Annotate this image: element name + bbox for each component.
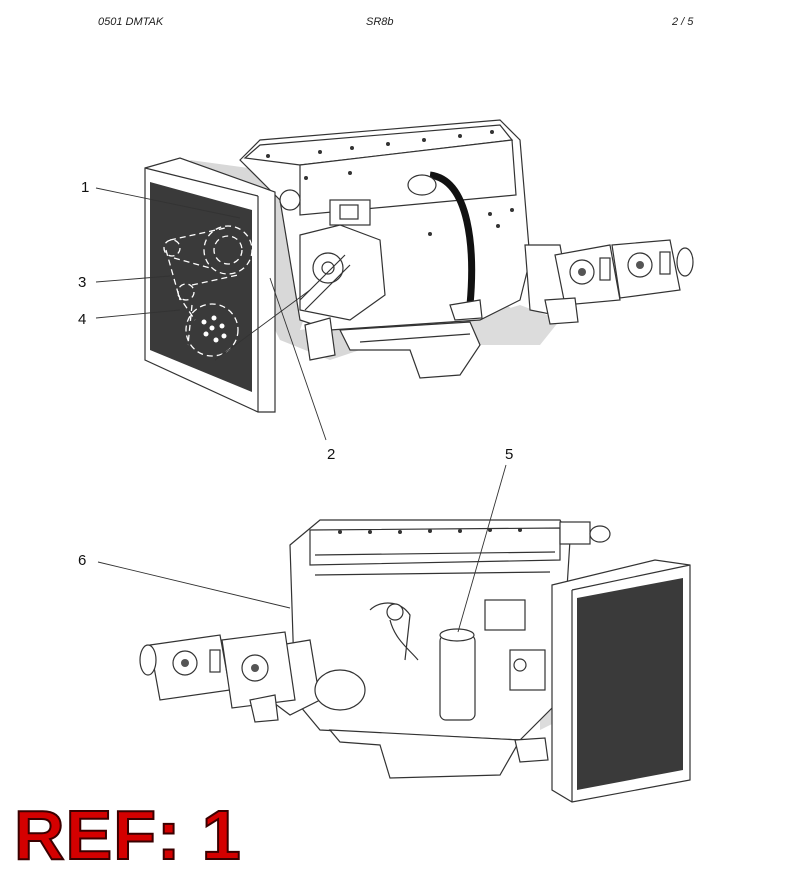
leader-lines-top <box>95 187 327 441</box>
callout-1: 1 <box>81 179 89 196</box>
leader-lines-bottom <box>97 464 507 633</box>
header-document-code: 0501 DMTAK <box>98 16 164 28</box>
header-model: SR8b <box>366 16 394 28</box>
callout-3: 3 <box>78 274 86 291</box>
callout-4: 4 <box>78 311 86 328</box>
top-engine-view <box>144 119 694 413</box>
callout-6: 6 <box>78 552 86 569</box>
header-page-number: 2 / 5 <box>672 16 694 28</box>
callout-5: 5 <box>505 446 513 463</box>
bottom-engine-view <box>139 519 691 803</box>
reference-stamp: REF: 1 <box>13 796 242 874</box>
callout-2: 2 <box>327 446 335 463</box>
